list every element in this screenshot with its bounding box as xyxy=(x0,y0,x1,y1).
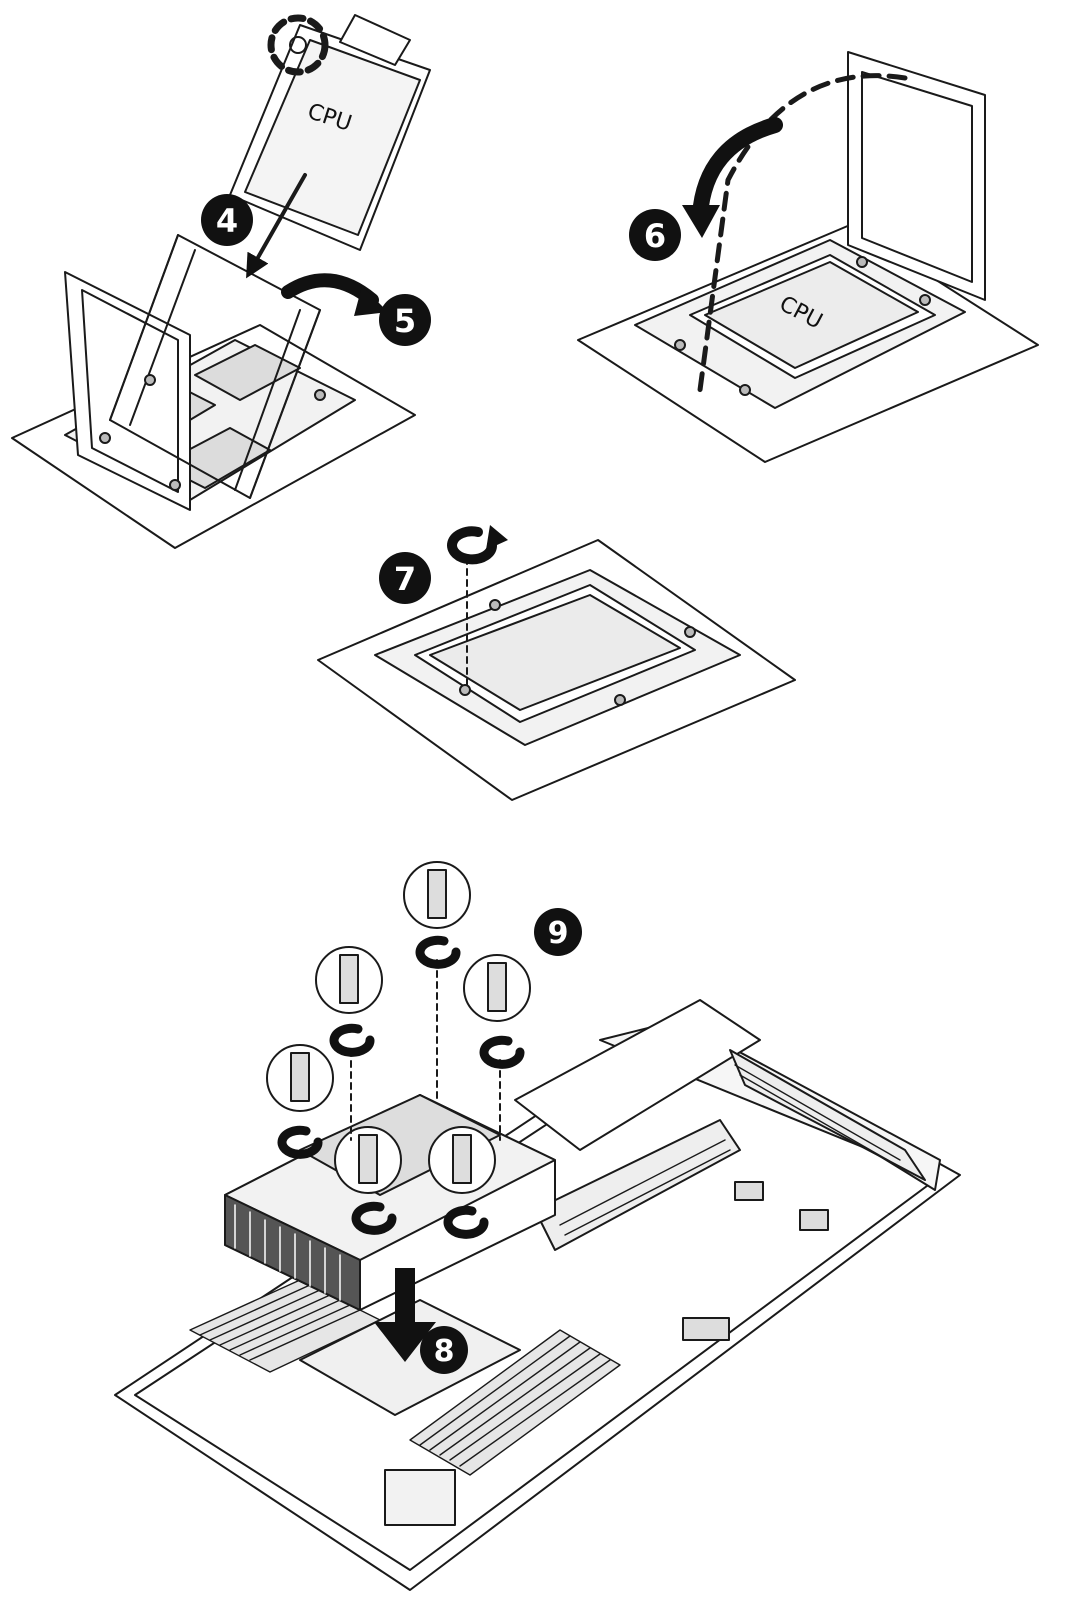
dimm-bank-left xyxy=(189,1279,381,1373)
panel-step-7: 7 xyxy=(317,525,796,801)
socket-screw xyxy=(684,626,696,638)
socket-screw xyxy=(169,479,181,491)
socket-screw xyxy=(919,294,931,306)
screw-callout xyxy=(334,1126,402,1194)
install-heatsink-arrow xyxy=(374,1268,436,1362)
socket-screw xyxy=(144,374,156,386)
socket-rail-frame xyxy=(847,51,986,301)
socket-screw xyxy=(314,389,326,401)
dimm-bank-right xyxy=(409,1329,621,1476)
socket-screw xyxy=(614,694,626,706)
socket-screw xyxy=(459,684,471,696)
screw-callout xyxy=(463,954,531,1022)
screw-guide-line xyxy=(350,959,501,1141)
screw-callout xyxy=(403,861,471,929)
socket-screw xyxy=(856,256,868,268)
socket-screw xyxy=(489,599,501,611)
svg-text:6: 6 xyxy=(644,217,666,255)
cpu-socket-board xyxy=(299,1299,521,1416)
step-badge-5: 5 xyxy=(379,294,431,346)
step-badge-8: 8 xyxy=(420,1326,468,1374)
riser-cage xyxy=(514,999,761,1151)
svg-text:4: 4 xyxy=(216,202,238,240)
socket-screw xyxy=(674,339,686,351)
svg-text:9: 9 xyxy=(548,916,569,951)
step-badge-7: 7 xyxy=(379,552,431,604)
svg-text:8: 8 xyxy=(434,1334,455,1369)
socket-screw xyxy=(739,384,751,396)
step-badge-4: 4 xyxy=(201,194,253,246)
panel-steps-4-5: CPU 4 5 xyxy=(11,14,431,549)
socket-screw xyxy=(99,432,111,444)
step-badge-9: 9 xyxy=(534,908,582,956)
tighten-rotate-icon xyxy=(447,526,497,565)
svg-text:7: 7 xyxy=(394,560,416,598)
front-io-block xyxy=(384,1469,456,1526)
riser-cage xyxy=(729,1049,926,1181)
screw-callout xyxy=(428,1126,496,1194)
panel-step-6: CPU 6 xyxy=(577,51,1039,463)
panel-steps-8-9: 8 xyxy=(114,861,961,1591)
screw-callout xyxy=(266,1044,334,1112)
insert-arrow xyxy=(246,173,307,279)
step-badge-6: 6 xyxy=(629,209,681,261)
tighten-rotate-icon xyxy=(277,935,525,1239)
alignment-highlight xyxy=(267,14,329,76)
frame-swing-path xyxy=(697,73,908,393)
board-connector xyxy=(682,1317,730,1341)
socket-pad xyxy=(194,344,301,401)
svg-text:5: 5 xyxy=(394,302,416,340)
screw-callout xyxy=(315,946,383,1014)
close-frame-arrow xyxy=(692,117,783,223)
board-connector xyxy=(799,1209,829,1231)
cpu-carrier-top-left: CPU xyxy=(229,14,431,251)
board-connector xyxy=(734,1181,764,1201)
